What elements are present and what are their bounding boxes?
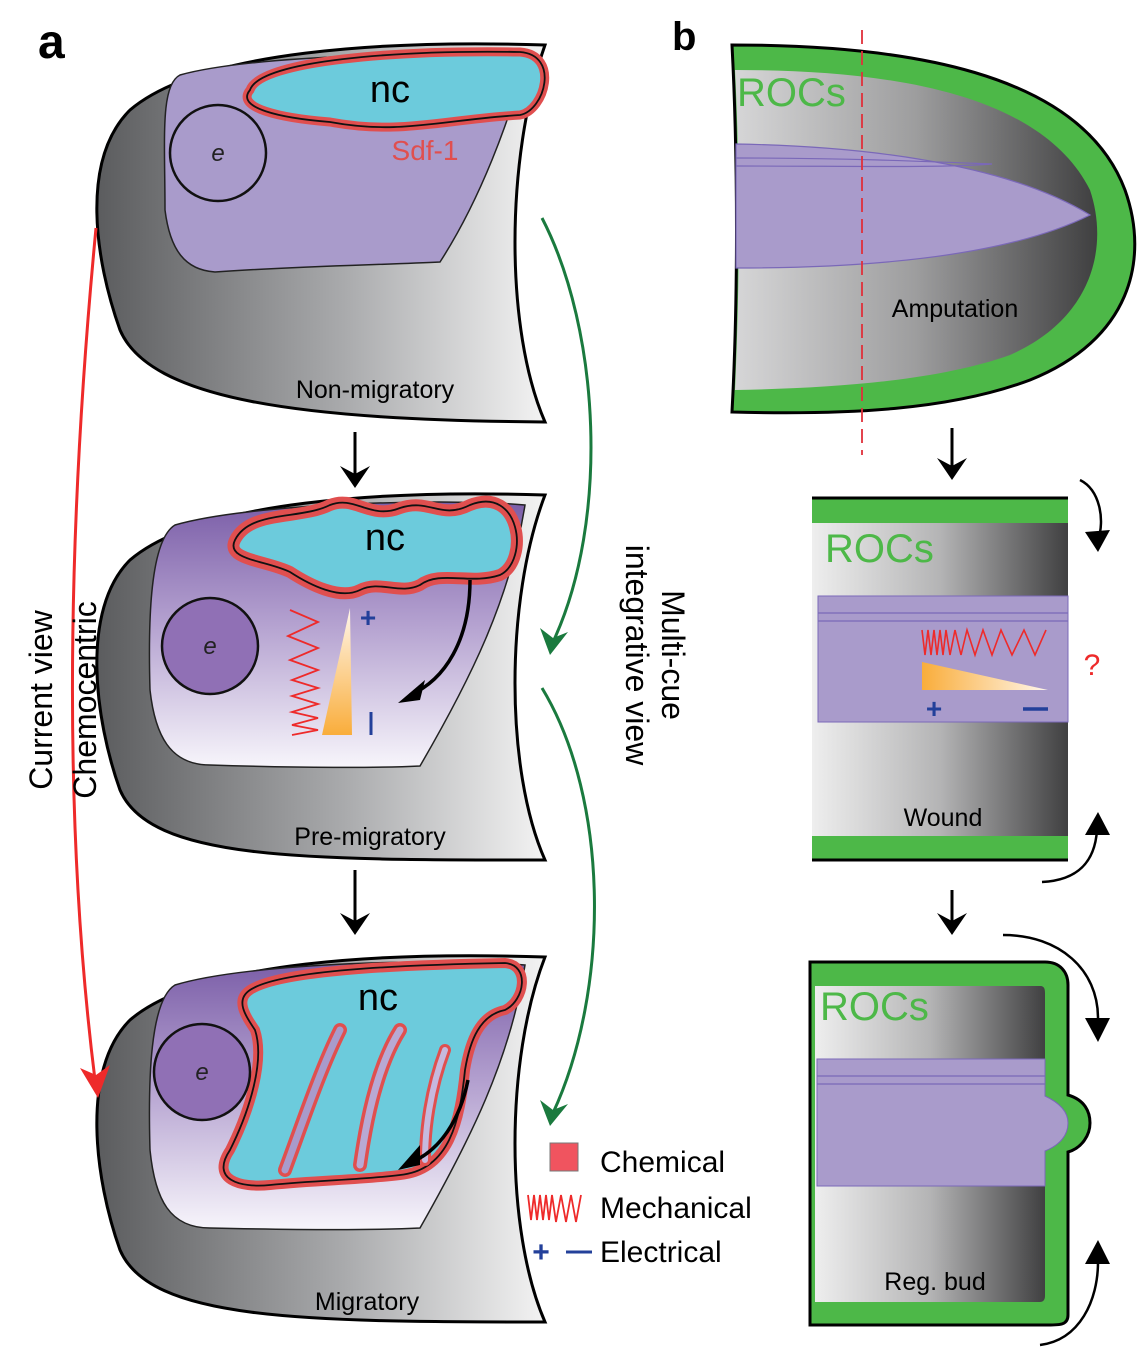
plus-sign: + bbox=[360, 602, 376, 633]
arrow-down-b2 bbox=[937, 890, 967, 935]
eye bbox=[160, 596, 260, 696]
panel-b-label: b bbox=[672, 15, 696, 59]
stage-pre-migratory: e nc + Pre-migratory bbox=[95, 492, 548, 862]
multi-cue-label: Multi-cue integrative view bbox=[619, 545, 691, 766]
legend: Chemical Mechanical + Electrical bbox=[527, 1142, 752, 1269]
roc-bottom bbox=[812, 836, 1068, 860]
roc-top bbox=[812, 498, 1068, 523]
stage-label: Non-migratory bbox=[296, 376, 455, 404]
eye-label: e bbox=[211, 140, 224, 167]
nc-label: nc bbox=[365, 517, 405, 559]
plus-icon: + bbox=[532, 1236, 550, 1269]
rocs-label: ROCs bbox=[825, 527, 934, 571]
panel-a-label: a bbox=[38, 16, 65, 69]
stage-label: Amputation bbox=[892, 295, 1018, 323]
stage-amputation: ROCs Amputation bbox=[730, 30, 1137, 455]
arrow-down-b1 bbox=[937, 428, 967, 480]
eye bbox=[168, 103, 268, 203]
integrative-view-text: integrative view bbox=[619, 545, 655, 766]
sdf1-label: Sdf-1 bbox=[392, 135, 459, 166]
migration-arrow bbox=[411, 1079, 470, 1164]
eye bbox=[152, 1022, 252, 1122]
notochord bbox=[817, 595, 1069, 723]
stage-label: Reg. bud bbox=[884, 1268, 985, 1296]
stage-label: Migratory bbox=[315, 1288, 420, 1316]
electrical-gradient bbox=[322, 608, 352, 735]
electrical-gradient bbox=[922, 662, 1048, 690]
mechanical-zigzag bbox=[285, 609, 322, 736]
chemical-swatch-icon bbox=[549, 1142, 579, 1172]
chemocentric-text: Chemocentric bbox=[67, 601, 103, 798]
stage-wound: + ? ROCs Wound bbox=[812, 478, 1110, 884]
nc-label: nc bbox=[358, 977, 398, 1019]
legend-chemical: Chemical bbox=[600, 1146, 725, 1179]
chemocentric-arrow bbox=[70, 227, 110, 1098]
eye-label: e bbox=[203, 633, 216, 660]
curve-arrow-bottom bbox=[1039, 1261, 1100, 1347]
rocs-label: ROCs bbox=[820, 985, 929, 1029]
plus-sign: + bbox=[926, 693, 942, 724]
nc-label: nc bbox=[370, 69, 410, 111]
arrow-down-1 bbox=[340, 432, 370, 488]
question-mark: ? bbox=[1084, 649, 1101, 682]
stage-reg-bud: ROCs Reg. bud bbox=[808, 933, 1110, 1347]
eye-label: e bbox=[195, 1059, 208, 1086]
legend-electrical: Electrical bbox=[600, 1236, 722, 1269]
mechanical-zigzag bbox=[921, 627, 1047, 658]
curve-arrow-top bbox=[1002, 933, 1100, 1019]
curve-arrow-bottom bbox=[1041, 829, 1099, 884]
rocs-label: ROCs bbox=[737, 71, 846, 115]
chemocentric-label: Current view Chemocentric bbox=[23, 601, 103, 798]
mechanical-zigzag-icon bbox=[527, 1194, 582, 1223]
stage-label: Wound bbox=[904, 804, 983, 832]
legend-mechanical: Mechanical bbox=[600, 1192, 752, 1225]
multi-cue-text: Multi-cue bbox=[655, 590, 691, 720]
notochord bbox=[816, 1058, 1069, 1187]
stage-label: Pre-migratory bbox=[294, 823, 446, 851]
arrow-down-2 bbox=[340, 870, 370, 935]
stage-non-migratory: e nc Sdf-1 Non-migratory bbox=[95, 42, 550, 424]
stage-migratory: e nc Migratory bbox=[95, 954, 548, 1324]
current-view-label: Current view bbox=[23, 609, 59, 790]
multi-cue-arrows bbox=[540, 217, 596, 1126]
notochord bbox=[735, 143, 1092, 269]
